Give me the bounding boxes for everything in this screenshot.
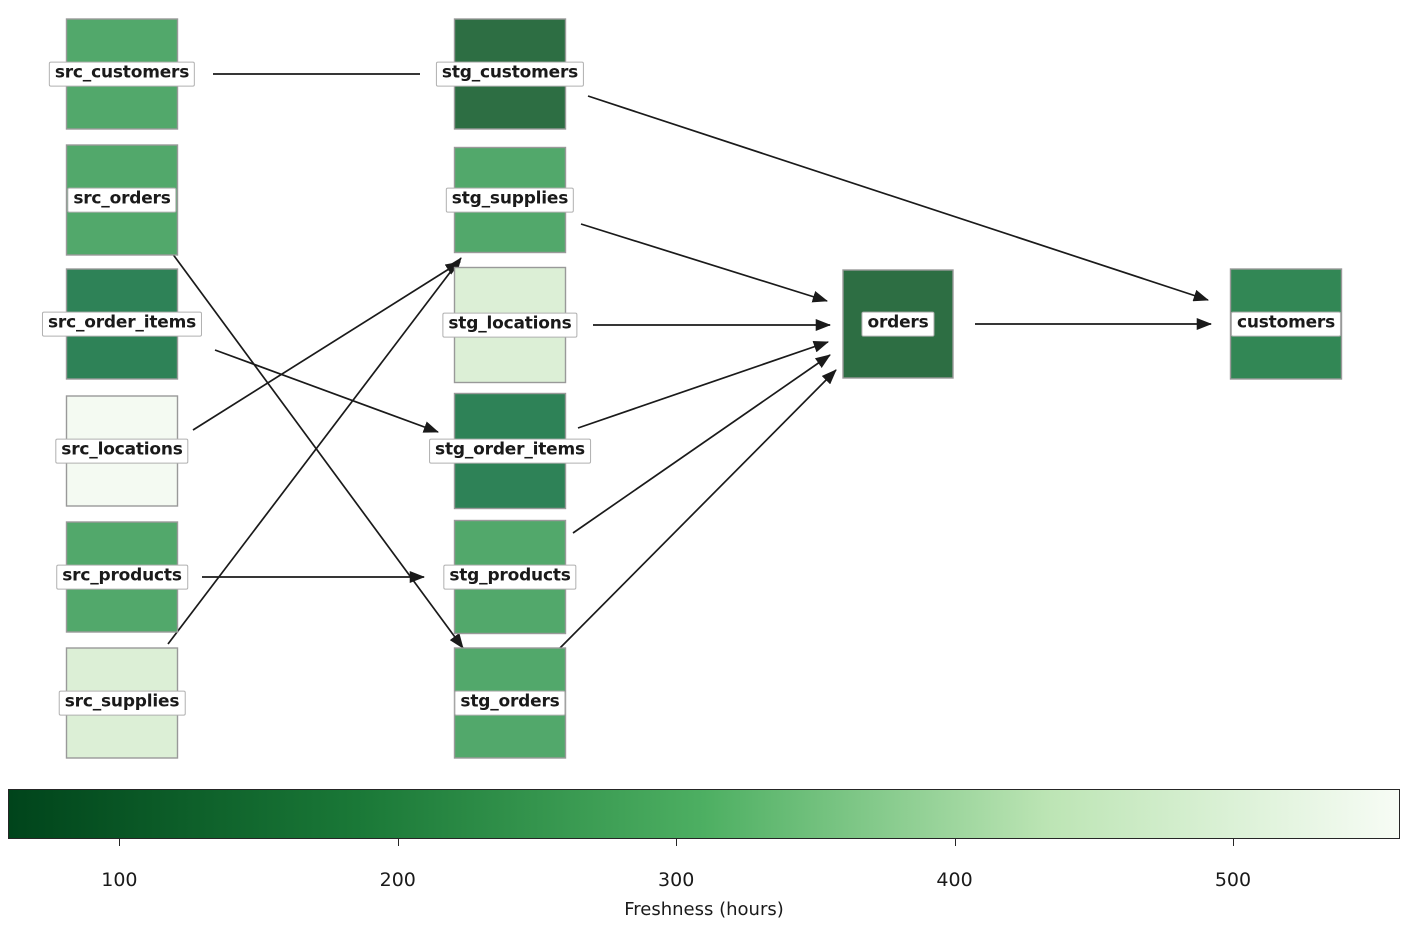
edge-src_locations-to-stg_locations [192, 261, 461, 431]
node-label-stg_customers[interactable]: stg_customers [435, 61, 585, 87]
node-label-src_supplies[interactable]: src_supplies [58, 690, 186, 716]
colorbar-tick-500 [1232, 839, 1234, 846]
node-label-stg_order_items[interactable]: stg_order_items [429, 438, 591, 464]
edge-stg_order_items-to-orders [577, 341, 829, 429]
colorbar-tick-200 [397, 839, 399, 846]
edges-layer [167, 73, 1213, 649]
colorbar-tick-label-100: 100 [101, 869, 138, 891]
colorbar-tick-label-200: 200 [379, 869, 416, 891]
edge-stg_supplies-to-orders [580, 223, 828, 303]
colorbar-tick-100 [119, 839, 121, 846]
edge-src_order_items-to-stg_order_items [214, 349, 439, 433]
node-label-stg_orders[interactable]: stg_orders [454, 690, 566, 716]
colorbar-tick-300 [676, 839, 678, 846]
node-label-src_customers[interactable]: src_customers [48, 61, 196, 87]
colorbar-gradient [9, 790, 1399, 838]
colorbar-tick-label-400: 400 [936, 869, 973, 891]
node-label-src_locations[interactable]: src_locations [55, 438, 189, 464]
node-label-stg_supplies[interactable]: stg_supplies [445, 187, 575, 213]
node-label-stg_products[interactable]: stg_products [443, 564, 577, 590]
colorbar-tick-label-500: 500 [1214, 869, 1252, 891]
edge-src_supplies-to-stg_supplies [167, 257, 462, 645]
node-label-src_orders[interactable]: src_orders [67, 187, 177, 213]
freshness-colorbar [8, 789, 1400, 839]
edge-stg_customers-to-customers [587, 95, 1209, 302]
colorbar-axis-label: Freshness (hours) [624, 899, 784, 920]
node-label-orders[interactable]: orders [861, 311, 935, 337]
node-label-src_order_items[interactable]: src_order_items [41, 311, 203, 337]
node-label-stg_locations[interactable]: stg_locations [442, 312, 578, 338]
colorbar-tick-400 [954, 839, 956, 846]
edge-stg_products-to-orders [572, 354, 831, 534]
node-label-customers[interactable]: customers [1230, 311, 1342, 337]
node-label-src_products[interactable]: src_products [56, 564, 188, 590]
colorbar-tick-label-300: 300 [658, 869, 695, 891]
edge-stg_orders-to-orders [559, 369, 837, 649]
